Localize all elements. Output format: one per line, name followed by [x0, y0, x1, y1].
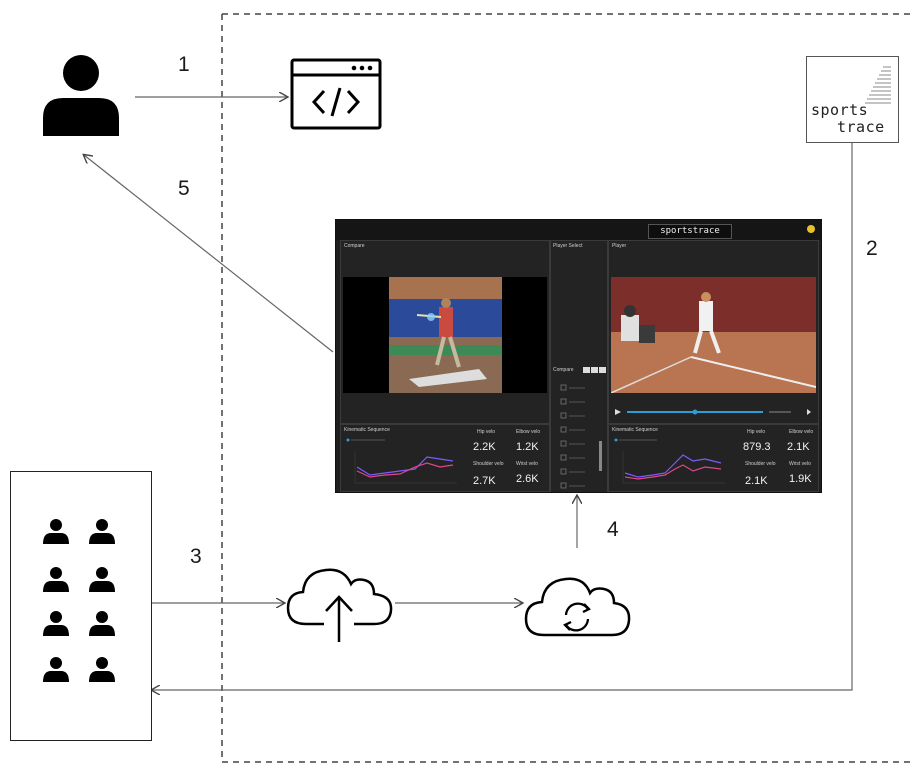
compare-panel-title: Compare: [344, 243, 365, 249]
logo-text-line1: sports: [811, 101, 869, 119]
right-metric-label-wrist: Wrist velo: [789, 461, 811, 467]
cloud-upload-icon: [286, 568, 393, 642]
dashboard-header: [336, 220, 821, 240]
left-metric-label-elbow: Elbow velo: [516, 429, 541, 435]
arrow-2: [152, 140, 853, 690]
left-kinematic-chart: [346, 438, 457, 484]
right-kinematic-chart: [614, 438, 725, 484]
compare-video-frame: [389, 277, 502, 393]
users-group-box: [10, 471, 152, 741]
compare-checkbox-list[interactable]: [555, 381, 603, 493]
player-panel-title: Player: [612, 243, 627, 249]
right-metric-value-elbow: 2.1K: [787, 441, 810, 453]
left-metric-label-shoulder: Shoulder velo: [473, 461, 504, 467]
user-group-icon: [43, 519, 115, 682]
step-label-4: 4: [607, 518, 619, 541]
left-kinematic-panel: Kinematic Sequence Hip velo 2.2K Elbow v…: [340, 424, 550, 492]
arrow-5: [84, 155, 334, 353]
left-metric-value-hip: 2.2K: [473, 441, 496, 453]
step-label-1: 1: [178, 53, 190, 76]
dashboard-brand: sportstrace: [648, 224, 732, 239]
compare-toggle-c[interactable]: [599, 367, 606, 373]
right-metric-value-hip: 879.3: [743, 441, 771, 453]
code-window-icon: [290, 58, 382, 130]
dashboard-screenshot: sportstrace Compare Player Select Co: [335, 219, 822, 493]
compare-panel: Compare: [340, 240, 550, 424]
compare-video-area: [343, 277, 547, 393]
user-icon: [43, 55, 119, 136]
right-metric-label-shoulder: Shoulder velo: [745, 461, 776, 467]
right-metric-value-wrist: 1.9K: [789, 473, 812, 485]
cloud-sync-icon: [524, 577, 631, 637]
compare-list-title: Compare: [553, 367, 574, 373]
player-video-frame: [611, 277, 816, 393]
right-kinematic-panel: Kinematic Sequence Hip velo 879.3 Elbow …: [608, 424, 819, 492]
left-metric-value-shoulder: 2.7K: [473, 475, 496, 487]
right-kinematic-title: Kinematic Sequence: [612, 427, 658, 433]
left-metric-label-hip: Hip velo: [477, 429, 496, 435]
logo-bars-graphic: [865, 66, 891, 104]
player-panel: Player: [608, 240, 819, 424]
dashed-boundary: [221, 13, 912, 763]
step-label-5: 5: [178, 177, 190, 200]
left-metric-label-wrist: Wrist velo: [516, 461, 538, 467]
player-select-panel: Player Select Compare: [550, 240, 608, 493]
settings-sun-icon[interactable]: [806, 224, 816, 234]
right-metric-label-hip: Hip velo: [747, 429, 766, 435]
compare-toggle-b[interactable]: [591, 367, 598, 373]
player-select-title: Player Select: [553, 243, 583, 249]
left-kinematic-title: Kinematic Sequence: [344, 427, 390, 433]
right-metric-value-shoulder: 2.1K: [745, 475, 768, 487]
step-label-3: 3: [190, 545, 202, 568]
step-label-2: 2: [866, 237, 878, 260]
sportstrace-logo: sports trace: [806, 56, 899, 143]
compare-toggle-a[interactable]: [583, 367, 590, 373]
left-metric-value-elbow: 1.2K: [516, 441, 539, 453]
playback-controls[interactable]: [613, 407, 815, 417]
left-metric-value-wrist: 2.6K: [516, 473, 539, 485]
logo-text-line2: trace: [837, 118, 885, 136]
right-metric-label-elbow: Elbow velo: [789, 429, 814, 435]
